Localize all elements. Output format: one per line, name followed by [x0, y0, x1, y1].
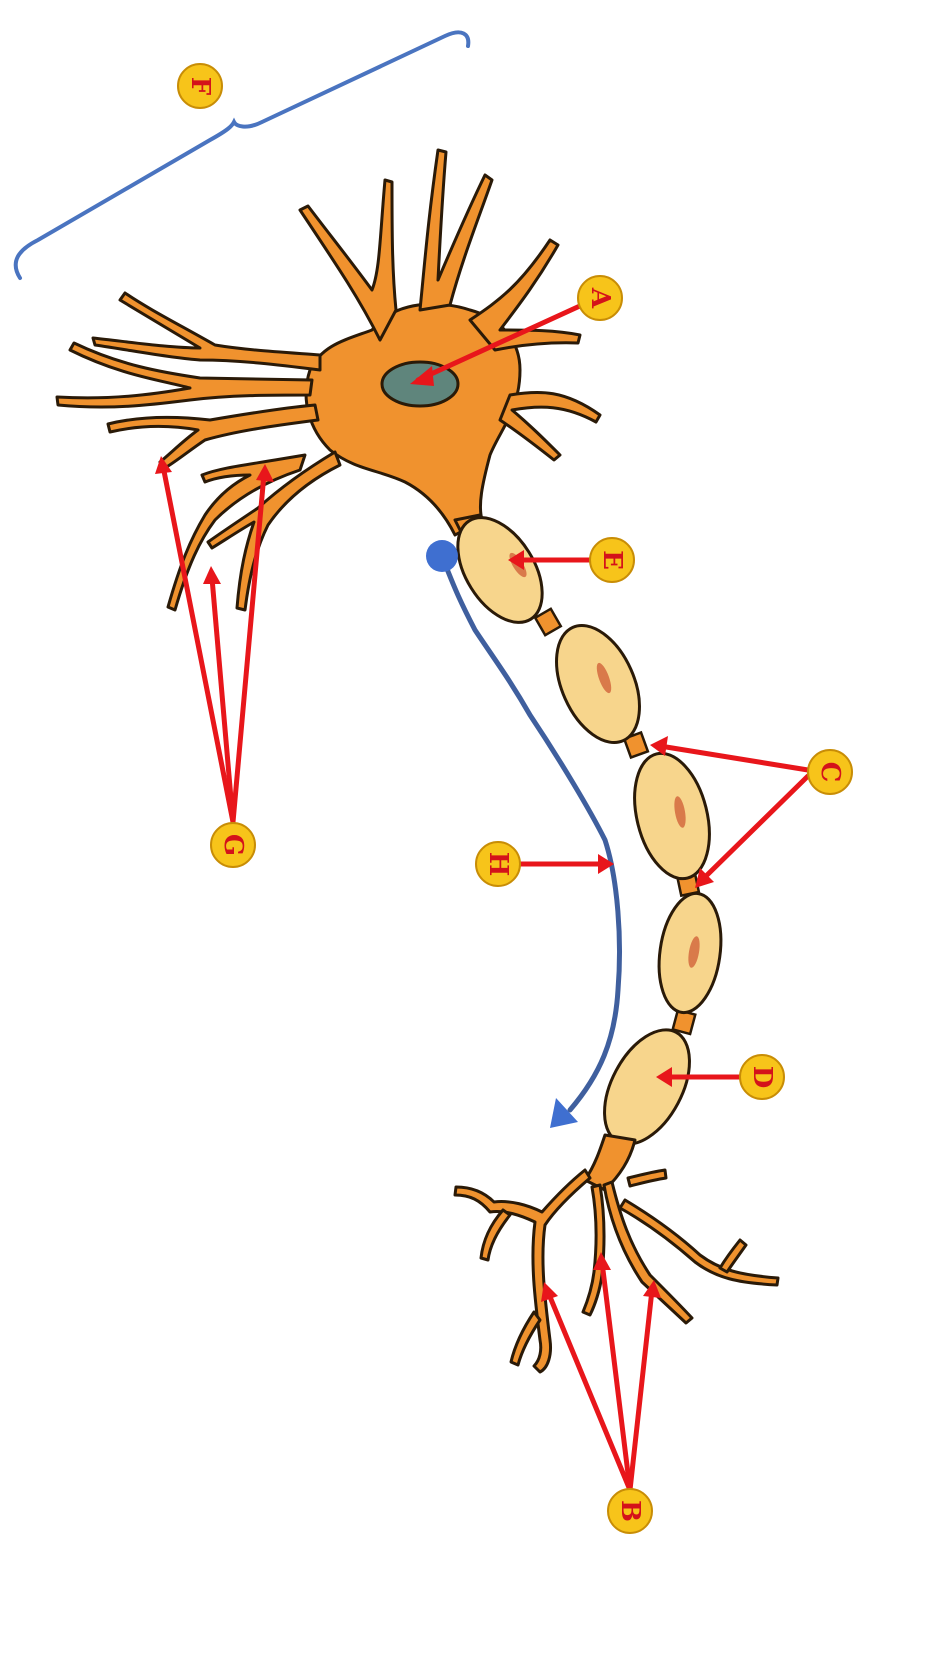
arrowhead [656, 1067, 672, 1087]
dendrite [418, 148, 494, 312]
arrowhead [155, 456, 172, 474]
schwann-nucleus [596, 662, 612, 694]
label-e-text: E [597, 550, 627, 570]
arrowhead [508, 550, 524, 570]
terminal-branch [618, 1198, 780, 1287]
pointer-arrow-g2 [209, 575, 236, 825]
pointer-arrow-g1 [160, 463, 236, 825]
signal-start-dot [426, 540, 458, 572]
terminal-branch [602, 1180, 694, 1325]
arrowhead [650, 736, 668, 756]
label-badge-b: B [607, 1488, 653, 1534]
node-of-ranvier [533, 607, 563, 637]
arrowhead [256, 464, 274, 482]
pointer-arrow-c2 [699, 773, 811, 883]
pointer-arrowheads [155, 366, 714, 1302]
pointer-arrow-b2 [599, 1259, 633, 1493]
neuron [55, 148, 602, 612]
dendrite [166, 453, 307, 612]
pointer-arrow-b3 [627, 1287, 655, 1493]
node-of-ranvier [622, 730, 650, 760]
label-badge-h: H [475, 841, 521, 887]
myelin-sheath [456, 516, 723, 1146]
myelin-segment [555, 623, 641, 745]
arrowhead [410, 366, 434, 386]
label-f-text: F [185, 77, 215, 96]
myelin-segment [633, 751, 711, 881]
dendrite [91, 291, 322, 372]
pointer-arrows [160, 302, 811, 1493]
arrowhead [541, 1282, 558, 1302]
label-a-text: A [585, 287, 615, 309]
pointer-arrow-a [415, 302, 585, 383]
arrowhead [203, 566, 221, 584]
schwann-nucleus [688, 936, 700, 968]
label-badge-f: F [177, 63, 223, 109]
terminal-branch [581, 1183, 606, 1317]
pointer-arrow-c1 [657, 743, 811, 773]
label-h-text: H [483, 852, 513, 877]
arrowhead [643, 1280, 661, 1298]
arrowhead [695, 868, 714, 888]
label-d-text: D [747, 1066, 777, 1089]
label-g-text: G [218, 834, 248, 856]
label-c-text: C [815, 762, 845, 783]
dendrite [55, 341, 314, 409]
arrowhead [593, 1252, 611, 1270]
dendrite [468, 238, 582, 352]
dendrite [106, 403, 320, 470]
myelin-segment [456, 516, 544, 624]
terminal-branch [718, 1238, 748, 1274]
arrowhead [598, 854, 614, 874]
label-badge-e: E [589, 537, 635, 583]
signal-direction-path [439, 553, 622, 1113]
dendrite [498, 390, 602, 462]
dendrite [298, 178, 398, 342]
dendrite-region-brace [13, 30, 471, 280]
label-badge-d: D [739, 1054, 785, 1100]
schwann-nucleus [674, 796, 686, 828]
label-badge-a: A [577, 275, 623, 321]
axon-terminal [453, 1133, 780, 1374]
label-b-text: B [615, 1500, 645, 1522]
terminal-branch [626, 1168, 668, 1188]
pointer-arrow-b1 [545, 1289, 633, 1493]
signal-arrowhead [550, 1098, 578, 1128]
terminal-branch [479, 1208, 512, 1262]
pointer-arrow-g3 [230, 471, 267, 825]
label-badge-c: C [807, 749, 853, 795]
terminal-branch [509, 1310, 542, 1367]
label-badge-g: G [210, 822, 256, 868]
